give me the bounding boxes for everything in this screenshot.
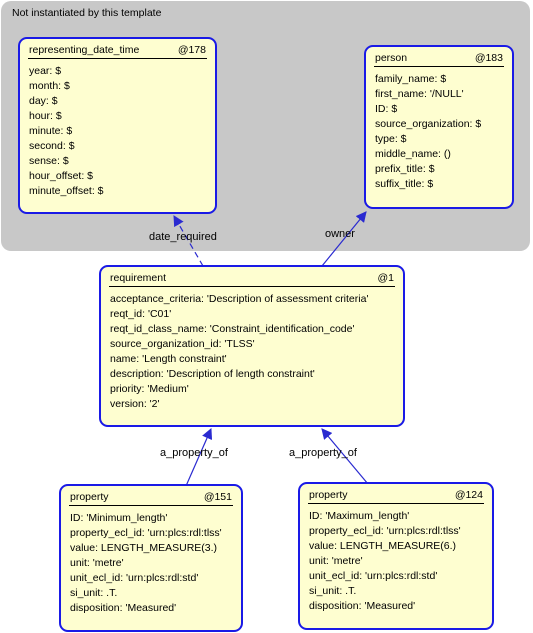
attribute: disposition: 'Measured' — [309, 600, 416, 612]
attribute: version: '2' — [110, 398, 160, 410]
attribute: hour_offset: $ — [29, 170, 94, 182]
edge-label-a-property-of-left: a_property_of — [160, 447, 228, 459]
attribute: source_organization: $ — [375, 118, 482, 130]
attribute: name: 'Length constraint' — [110, 353, 227, 365]
attribute-list: ID: 'Minimum_length' property_ecl_id: 'u… — [70, 511, 222, 616]
node-property-124[interactable]: property @124 ID: 'Maximum_length' proper… — [298, 482, 494, 630]
attribute: year: $ — [29, 65, 62, 77]
owner-link — [321, 211, 367, 267]
attribute-list: ID: 'Maximum_length' property_ecl_id: 'u… — [309, 509, 461, 614]
attribute: type: $ — [375, 133, 407, 145]
attribute: minute: $ — [29, 125, 73, 137]
attribute: property_ecl_id: 'urn:plcs:rdl:tlss' — [309, 525, 461, 537]
node-requirement[interactable]: requirement @1 acceptance_criteria: 'Desc… — [99, 265, 405, 427]
attribute: si_unit: .T. — [70, 587, 118, 599]
attribute: family_name: $ — [375, 73, 447, 85]
attribute-list: year: $ month: $ day: $ hour: $ minute: … — [29, 64, 104, 199]
attribute: unit: 'metre' — [309, 555, 363, 567]
attribute: disposition: 'Measured' — [70, 602, 177, 614]
attribute: priority: 'Medium' — [110, 383, 189, 395]
attribute: unit: 'metre' — [70, 557, 124, 569]
attribute: hour: $ — [29, 110, 62, 122]
attribute: description: 'Description of length cons… — [110, 368, 315, 380]
attribute: suffix_title: $ — [375, 178, 434, 190]
node-id: @151 — [203, 491, 232, 503]
attribute: minute_offset: $ — [29, 185, 104, 197]
node-id: @124 — [454, 489, 483, 501]
attribute: value: LENGTH_MEASURE(3.) — [70, 542, 218, 554]
attribute-list: acceptance_criteria: 'Description of ass… — [110, 292, 368, 412]
attribute: source_organization_id: 'TLSS' — [110, 338, 255, 350]
node-name: property — [70, 491, 109, 503]
attribute: prefix_title: $ — [375, 163, 435, 175]
attribute: property_ecl_id: 'urn:plcs:rdl:tlss' — [70, 527, 222, 539]
node-id: @1 — [377, 272, 395, 284]
edge-label-a-property-of-right: a_property_of — [289, 447, 357, 459]
attribute-list: family_name: $ first_name: '/NULL' ID: $… — [375, 72, 481, 192]
edge-label-owner: owner — [325, 228, 355, 240]
node-name: person — [375, 52, 408, 64]
attribute: middle_name: () — [375, 148, 451, 160]
node-id: @178 — [177, 44, 206, 56]
attribute: acceptance_criteria: 'Description of ass… — [110, 293, 369, 305]
node-id: @183 — [474, 52, 503, 64]
node-property-151[interactable]: property @151 ID: 'Minimum_length' proper… — [59, 484, 243, 632]
attribute: ID: $ — [375, 103, 398, 115]
edge-label-date-required: date_required — [149, 231, 217, 243]
node-name: property — [309, 489, 348, 501]
node-person[interactable]: person @183 family_name: $ first_name: '/… — [364, 45, 514, 209]
a-property-of-left-link — [185, 428, 213, 487]
attribute: month: $ — [29, 80, 70, 92]
attribute: ID: 'Maximum_length' — [309, 510, 410, 522]
group-label: Not instantiated by this template — [12, 7, 162, 19]
node-representing-date-time[interactable]: representing_date_time @178 year: $ month… — [18, 37, 217, 214]
attribute: sense: $ — [29, 155, 69, 167]
attribute: unit_ecl_id: 'urn:plcs:rdl:std' — [309, 570, 438, 582]
attribute: reqt_id_class_name: 'Constraint_identifi… — [110, 323, 355, 335]
node-name: representing_date_time — [29, 44, 140, 56]
attribute: reqt_id: 'C01' — [110, 308, 172, 320]
attribute: day: $ — [29, 95, 58, 107]
attribute: first_name: '/NULL' — [375, 88, 464, 100]
attribute: si_unit: .T. — [309, 585, 357, 597]
attribute: ID: 'Minimum_length' — [70, 512, 168, 524]
a-property-of-right-link — [321, 428, 369, 485]
attribute: value: LENGTH_MEASURE(6.) — [309, 540, 457, 552]
node-name: requirement — [110, 272, 167, 284]
attribute: unit_ecl_id: 'urn:plcs:rdl:std' — [70, 572, 199, 584]
attribute: second: $ — [29, 140, 75, 152]
